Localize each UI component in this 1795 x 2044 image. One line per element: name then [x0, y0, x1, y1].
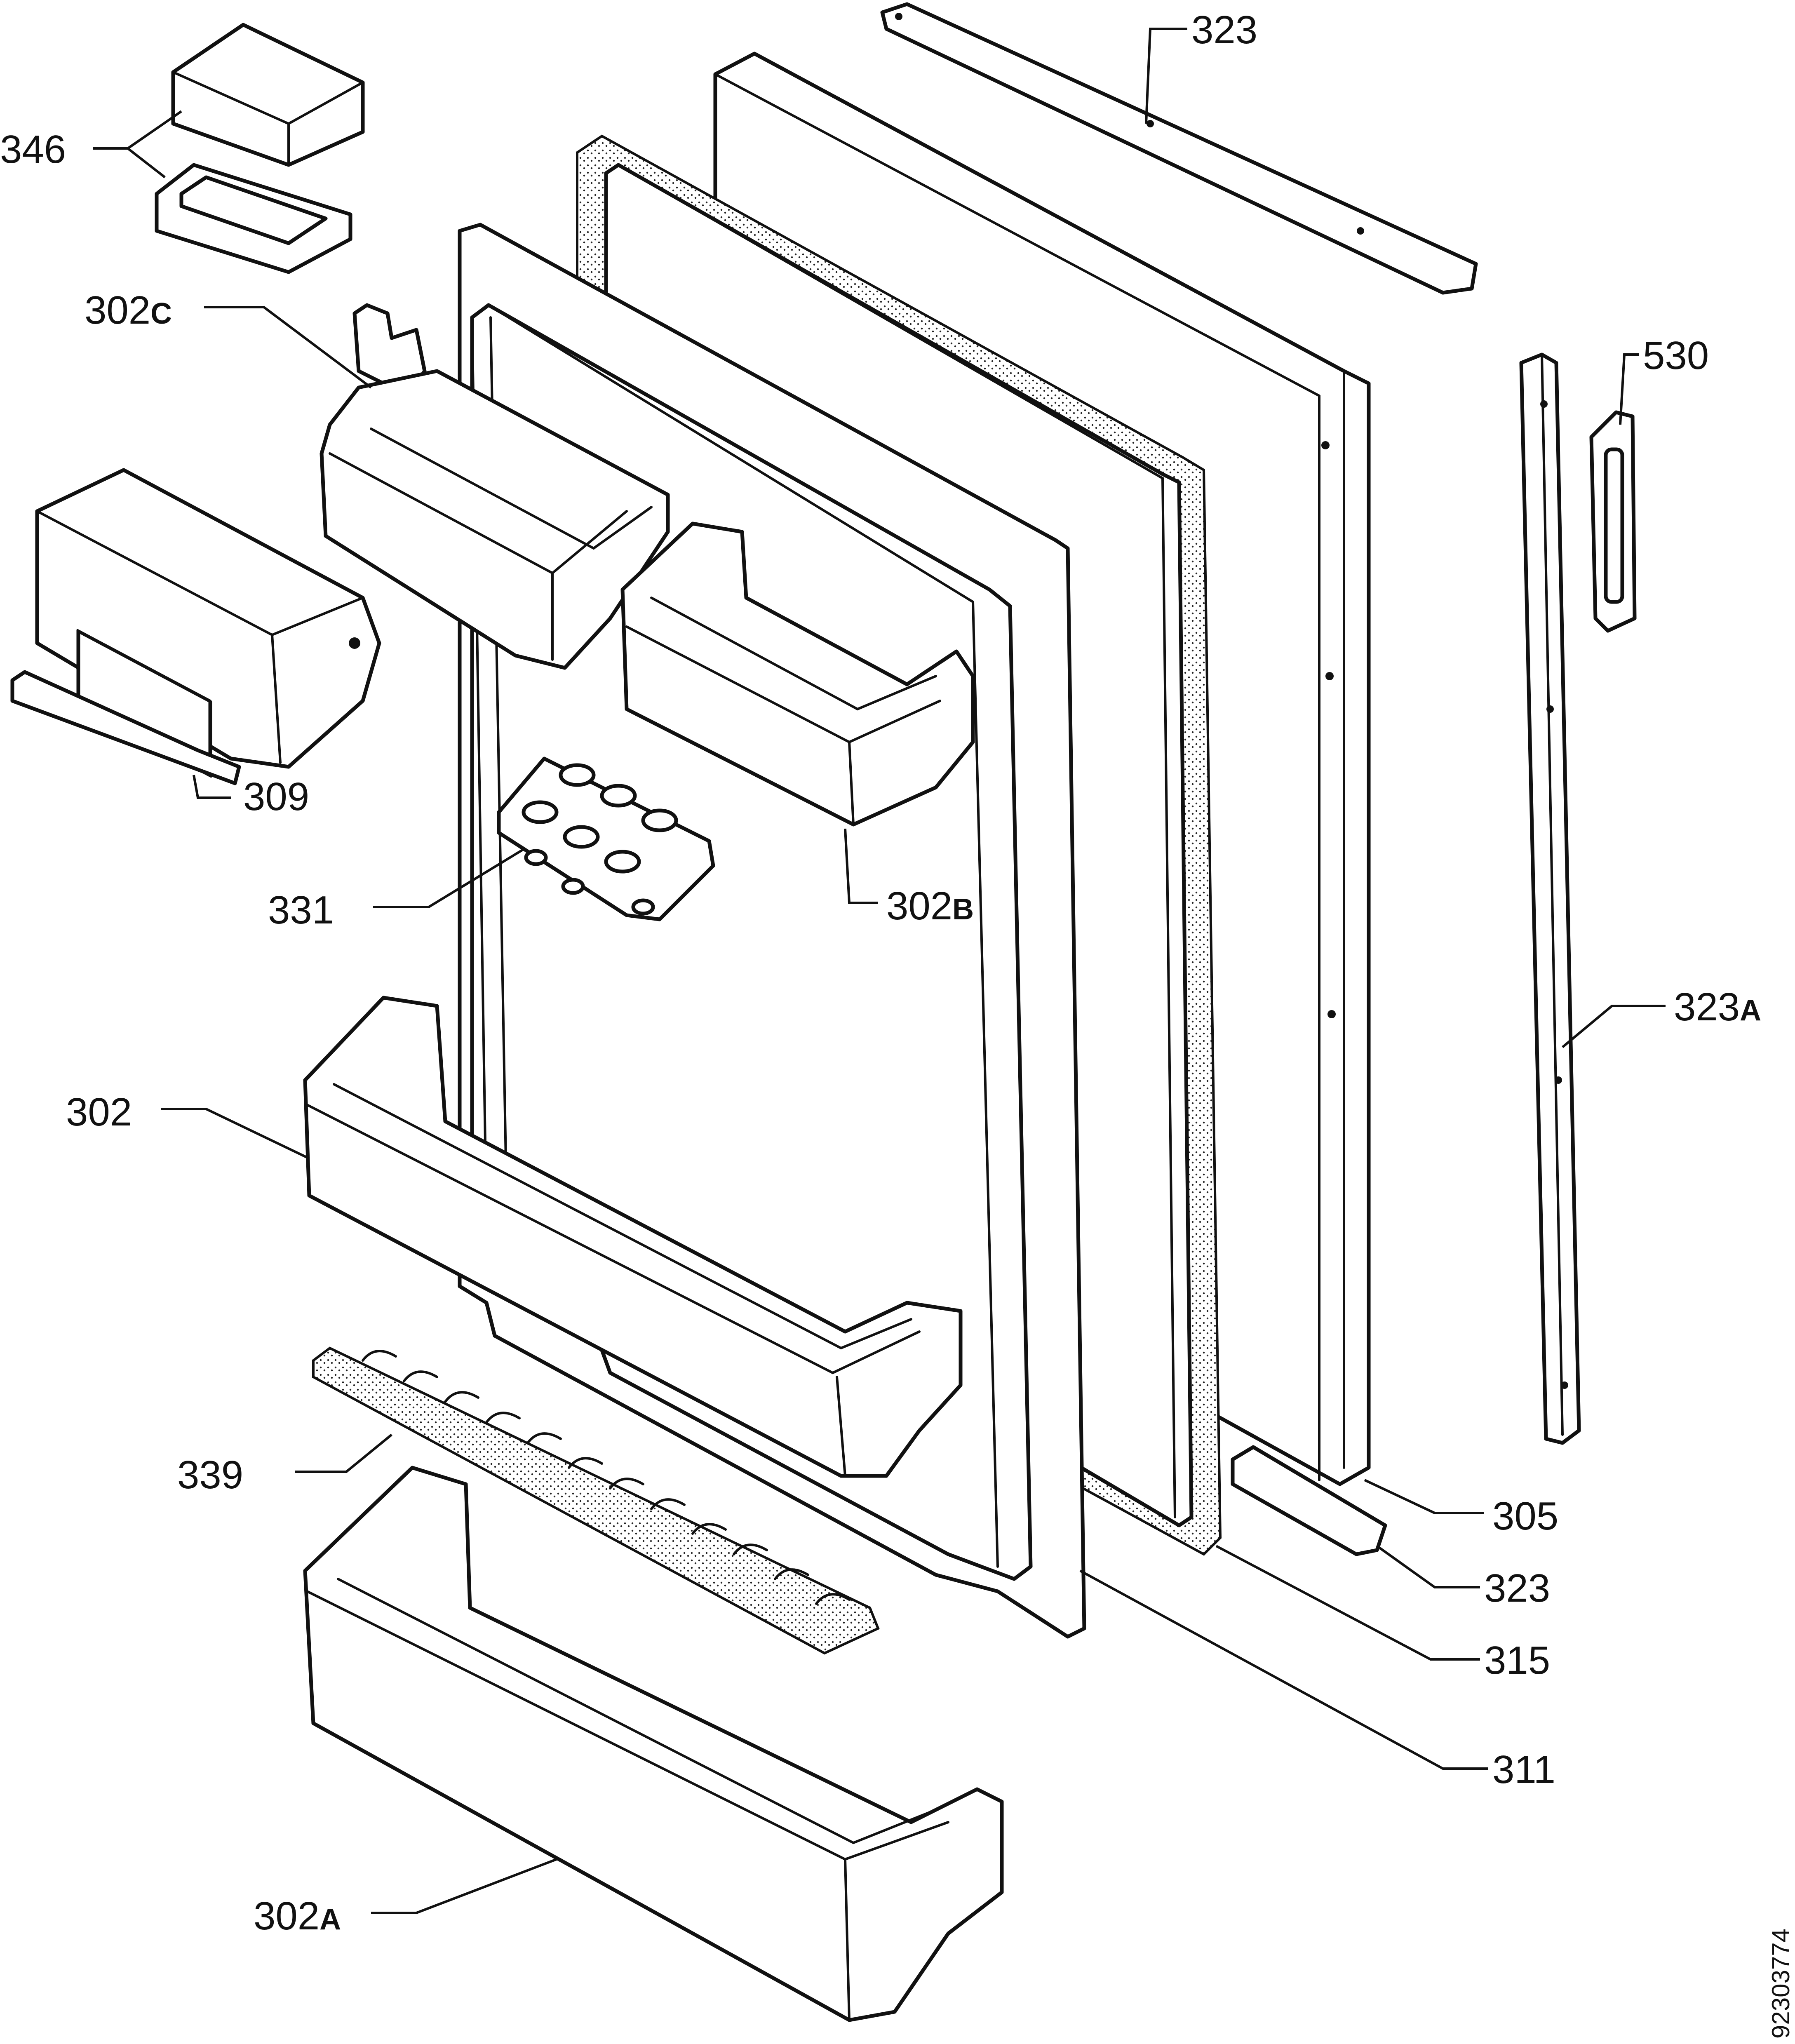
leader-346b: [127, 147, 166, 179]
leader-339: [295, 1433, 392, 1473]
label-346: 346: [0, 127, 66, 172]
label-302b: 302B: [886, 884, 974, 928]
leader-311: [1079, 1569, 1488, 1770]
label-311: 311: [1492, 1748, 1555, 1792]
leader-302c: [204, 306, 372, 389]
label-309: 309: [243, 775, 309, 819]
label-305: 305: [1492, 1494, 1558, 1538]
part-530-handle: [1589, 410, 1637, 633]
part-323-bottom-hinge-strip: [1231, 1445, 1387, 1556]
label-302a-number: 302: [254, 1894, 320, 1938]
part-302c-small-shelf: [320, 303, 670, 670]
part-331-egg-tray: [497, 757, 715, 921]
part-309-control-box: [10, 468, 381, 785]
leader-323a: [1562, 1005, 1666, 1048]
label-302c: 302C: [85, 288, 172, 332]
label-302a: 302A: [254, 1894, 341, 1938]
label-302b-number: 302: [886, 884, 952, 928]
leader-302a: [371, 1858, 557, 1914]
label-323a-number: 323: [1674, 985, 1740, 1029]
label-323a-suffix: A: [1740, 994, 1761, 1027]
part-339-bottle-rack: [312, 1346, 880, 1655]
label-315: 315: [1484, 1638, 1550, 1682]
leader-331: [373, 848, 524, 908]
label-530: 530: [1643, 334, 1709, 378]
label-323-top: 323: [1191, 8, 1257, 52]
part-302-large-shelf: [303, 996, 963, 1478]
label-302c-number: 302: [85, 288, 150, 332]
document-number: 92303774: [1767, 1929, 1795, 2039]
leader-lines: [93, 28, 1666, 1914]
part-346-cap: [155, 23, 365, 274]
leader-323-top: [1145, 28, 1187, 124]
label-339: 339: [177, 1453, 243, 1497]
label-302a-suffix: A: [320, 1903, 341, 1936]
part-302b-medium-shelf: [620, 522, 975, 827]
leader-302: [161, 1108, 310, 1160]
leader-530: [1619, 353, 1639, 425]
leader-315: [1215, 1545, 1480, 1661]
part-323a-vertical-strip: [1519, 352, 1581, 1445]
label-323a: 323A: [1674, 985, 1761, 1029]
part-323-top-hinge-strip: [880, 2, 1478, 295]
leader-305: [1364, 1479, 1484, 1514]
label-302c-suffix: C: [150, 297, 172, 330]
label-331: 331: [268, 888, 334, 932]
label-302: 302: [66, 1090, 132, 1134]
leader-323-bottom: [1376, 1545, 1480, 1588]
label-323-bottom: 323: [1484, 1566, 1550, 1610]
leader-346: [93, 110, 182, 150]
leader-302b: [844, 828, 878, 904]
part-302a-bottom-shelf: [303, 1466, 1004, 2022]
label-302b-suffix: B: [952, 893, 974, 926]
leader-309: [193, 775, 231, 799]
